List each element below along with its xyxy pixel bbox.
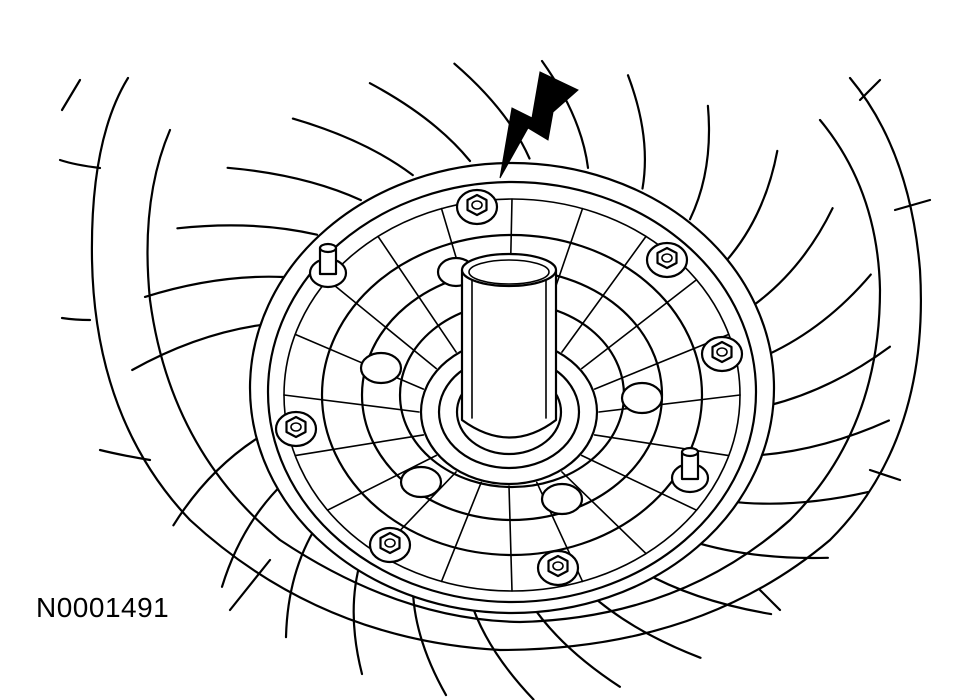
- web-rib: [593, 434, 730, 457]
- impeller-vane: [767, 273, 872, 356]
- impeller-vane: [688, 104, 711, 221]
- pump-bolts: [274, 188, 744, 587]
- outer-tick-marks: [58, 78, 932, 612]
- web-rib: [580, 278, 698, 370]
- impeller-vane: [291, 117, 414, 177]
- web-rib: [326, 454, 438, 512]
- impeller-vane: [131, 323, 264, 372]
- web-rib: [326, 278, 438, 370]
- impeller-vane: [172, 434, 264, 527]
- impeller-vane: [753, 207, 834, 306]
- impeller-vane: [540, 59, 590, 169]
- impeller-vane: [453, 62, 531, 160]
- impeller-vane: [688, 539, 829, 560]
- down-left-pointing-arrow-icon: [499, 71, 579, 179]
- hex-bolt-icon: [700, 335, 744, 373]
- hex-bolt-icon: [536, 549, 580, 587]
- housing-outer-rim: [90, 76, 922, 652]
- impeller-vane: [220, 481, 285, 588]
- guide-stud-icon: [670, 446, 710, 494]
- hex-bolt-icon: [368, 526, 412, 564]
- impeller-vane: [753, 419, 890, 457]
- web-rib: [580, 454, 698, 512]
- impeller-vane: [176, 224, 319, 236]
- web-rib: [561, 471, 647, 555]
- guide-stud-icon: [308, 242, 348, 289]
- impeller-vane: [143, 275, 285, 298]
- impeller-vane: [352, 558, 364, 676]
- web-rib: [561, 235, 647, 353]
- impeller-vane: [626, 74, 647, 190]
- hex-bolt-icon: [645, 241, 689, 279]
- impeller-vane: [226, 166, 362, 202]
- impeller-vanes: [131, 59, 891, 700]
- impeller-vane: [528, 600, 621, 688]
- impeller-vane: [727, 149, 779, 260]
- input-shaft: [460, 252, 558, 439]
- web-rib: [294, 434, 425, 457]
- hex-bolt-icon: [455, 188, 499, 226]
- web-rib: [377, 235, 457, 353]
- guide-studs: [308, 242, 710, 494]
- reference-code: N0001491: [36, 592, 170, 623]
- impeller-vane: [284, 524, 319, 639]
- web-rib: [508, 485, 513, 592]
- impeller-vane: [727, 491, 869, 505]
- oil-passage-holes: [359, 256, 664, 516]
- impeller-vane: [368, 82, 472, 163]
- impeller-vane: [767, 345, 891, 407]
- hex-bolt-icon: [274, 410, 318, 448]
- web-rib: [283, 394, 420, 413]
- web-rib: [440, 481, 483, 583]
